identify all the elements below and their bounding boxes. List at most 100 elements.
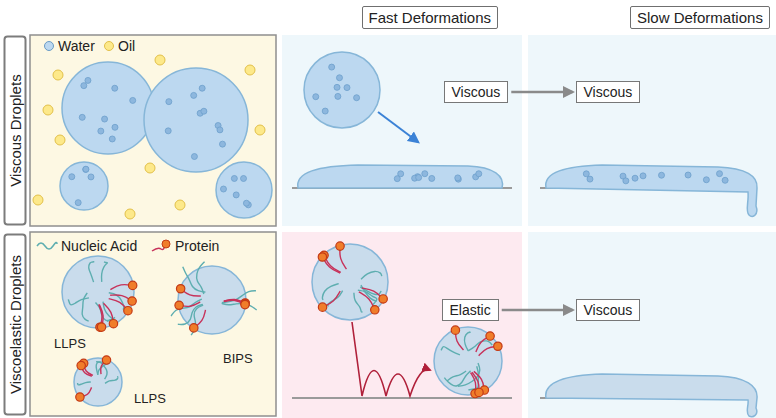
nucleic-acid <box>441 347 460 355</box>
spread-droplet <box>546 374 757 417</box>
oil-molecule <box>175 200 185 210</box>
panel <box>30 35 276 226</box>
protein-head <box>190 324 198 332</box>
nucleic-acid <box>78 382 91 385</box>
water-molecule <box>583 171 589 177</box>
legend-item: Oil <box>104 38 135 54</box>
water-molecule <box>354 95 360 101</box>
droplet-type-label: LLPS <box>52 336 88 351</box>
nucleic-acid <box>68 298 89 305</box>
legend-swatch <box>104 41 114 51</box>
water-molecule <box>455 175 461 181</box>
node-text: Viscous <box>584 84 633 100</box>
panel <box>30 232 276 416</box>
water-molecule <box>313 94 319 100</box>
protein-head <box>176 285 184 293</box>
water-molecule <box>685 172 691 178</box>
behaviour-box: Viscous <box>576 299 641 321</box>
water-molecule <box>201 108 207 114</box>
water-molecule <box>83 166 89 172</box>
water-droplet <box>304 52 380 128</box>
legend-sample <box>150 239 172 253</box>
nucleic-acid <box>105 377 118 384</box>
protein-head <box>336 242 344 250</box>
water-molecule <box>334 84 340 90</box>
water-molecule <box>109 136 115 142</box>
legend-item: Nucleic Acid <box>36 238 137 254</box>
protein-head-sample <box>162 240 170 248</box>
protein-head <box>475 388 483 396</box>
protein-head <box>128 281 136 289</box>
water-molecule <box>429 175 435 181</box>
oil-molecule <box>53 70 63 80</box>
protein-head <box>97 323 105 331</box>
oil-molecule <box>255 125 265 135</box>
water-molecule <box>722 177 728 183</box>
water-molecule <box>587 176 593 182</box>
water-droplet <box>144 68 248 172</box>
nucleic-acid-sample <box>37 242 57 249</box>
bounce-path <box>352 322 430 396</box>
node-text: Viscous Droplets <box>7 41 24 219</box>
legend-text: Protein <box>175 238 219 254</box>
oil-molecule <box>245 65 255 75</box>
nucleic-acid <box>82 293 89 321</box>
droplet-type-label: LLPS <box>132 391 168 406</box>
water-molecule <box>322 108 328 114</box>
water-droplet <box>60 162 108 210</box>
nucleic-acid <box>89 262 95 283</box>
water-molecule <box>335 93 341 99</box>
legend-swatch <box>44 41 54 51</box>
behaviour-box: Viscous <box>576 81 641 103</box>
node-text: Fast Deformations <box>369 9 492 26</box>
node-text: Viscous <box>584 302 633 318</box>
water-molecule <box>659 172 665 178</box>
protein-head <box>77 361 85 369</box>
spread-droplet <box>298 165 503 188</box>
water-molecule <box>231 175 237 181</box>
water-molecule <box>112 124 118 130</box>
nucleic-acid <box>464 332 470 351</box>
oil-molecule <box>125 209 135 219</box>
transition-arrow <box>502 309 573 312</box>
node-text: Elastic <box>450 302 491 318</box>
panel <box>282 35 522 226</box>
water-molecule <box>717 171 723 177</box>
water-molecule <box>83 166 89 172</box>
protein-head <box>486 332 494 340</box>
water-molecule <box>85 77 91 83</box>
llps-droplet <box>62 256 134 328</box>
legend-item: Protein <box>150 238 219 254</box>
water-molecule <box>199 85 205 91</box>
legend-text: Water <box>58 38 95 54</box>
water-molecule <box>329 64 335 70</box>
oil-molecule <box>43 105 53 115</box>
protein-head <box>76 393 84 401</box>
water-molecule <box>166 99 172 105</box>
protein-head <box>494 342 502 350</box>
llps-droplet <box>74 358 122 406</box>
fall-arrow <box>378 112 418 142</box>
protein-head <box>102 356 110 364</box>
water-droplet <box>62 62 154 154</box>
dripping-droplet <box>546 165 757 216</box>
droplet-type-label: BIPS <box>221 351 255 366</box>
water-molecule <box>79 114 85 120</box>
water-molecule <box>336 75 342 81</box>
water-molecule <box>112 85 118 91</box>
nucleic-acid <box>102 262 108 282</box>
water-molecule <box>75 200 81 206</box>
node-text: Viscous <box>452 84 501 100</box>
water-molecule <box>98 128 104 134</box>
protein-head <box>241 300 249 308</box>
node-text: Viscoelastic Droplets <box>7 239 24 409</box>
behaviour-box: Viscous <box>444 81 509 103</box>
behaviour-box: Elastic <box>442 299 499 321</box>
panel <box>528 35 776 226</box>
nucleic-acid <box>354 293 362 312</box>
water-molecule <box>88 174 94 180</box>
protein-head <box>451 326 459 334</box>
protein-head <box>128 297 136 305</box>
